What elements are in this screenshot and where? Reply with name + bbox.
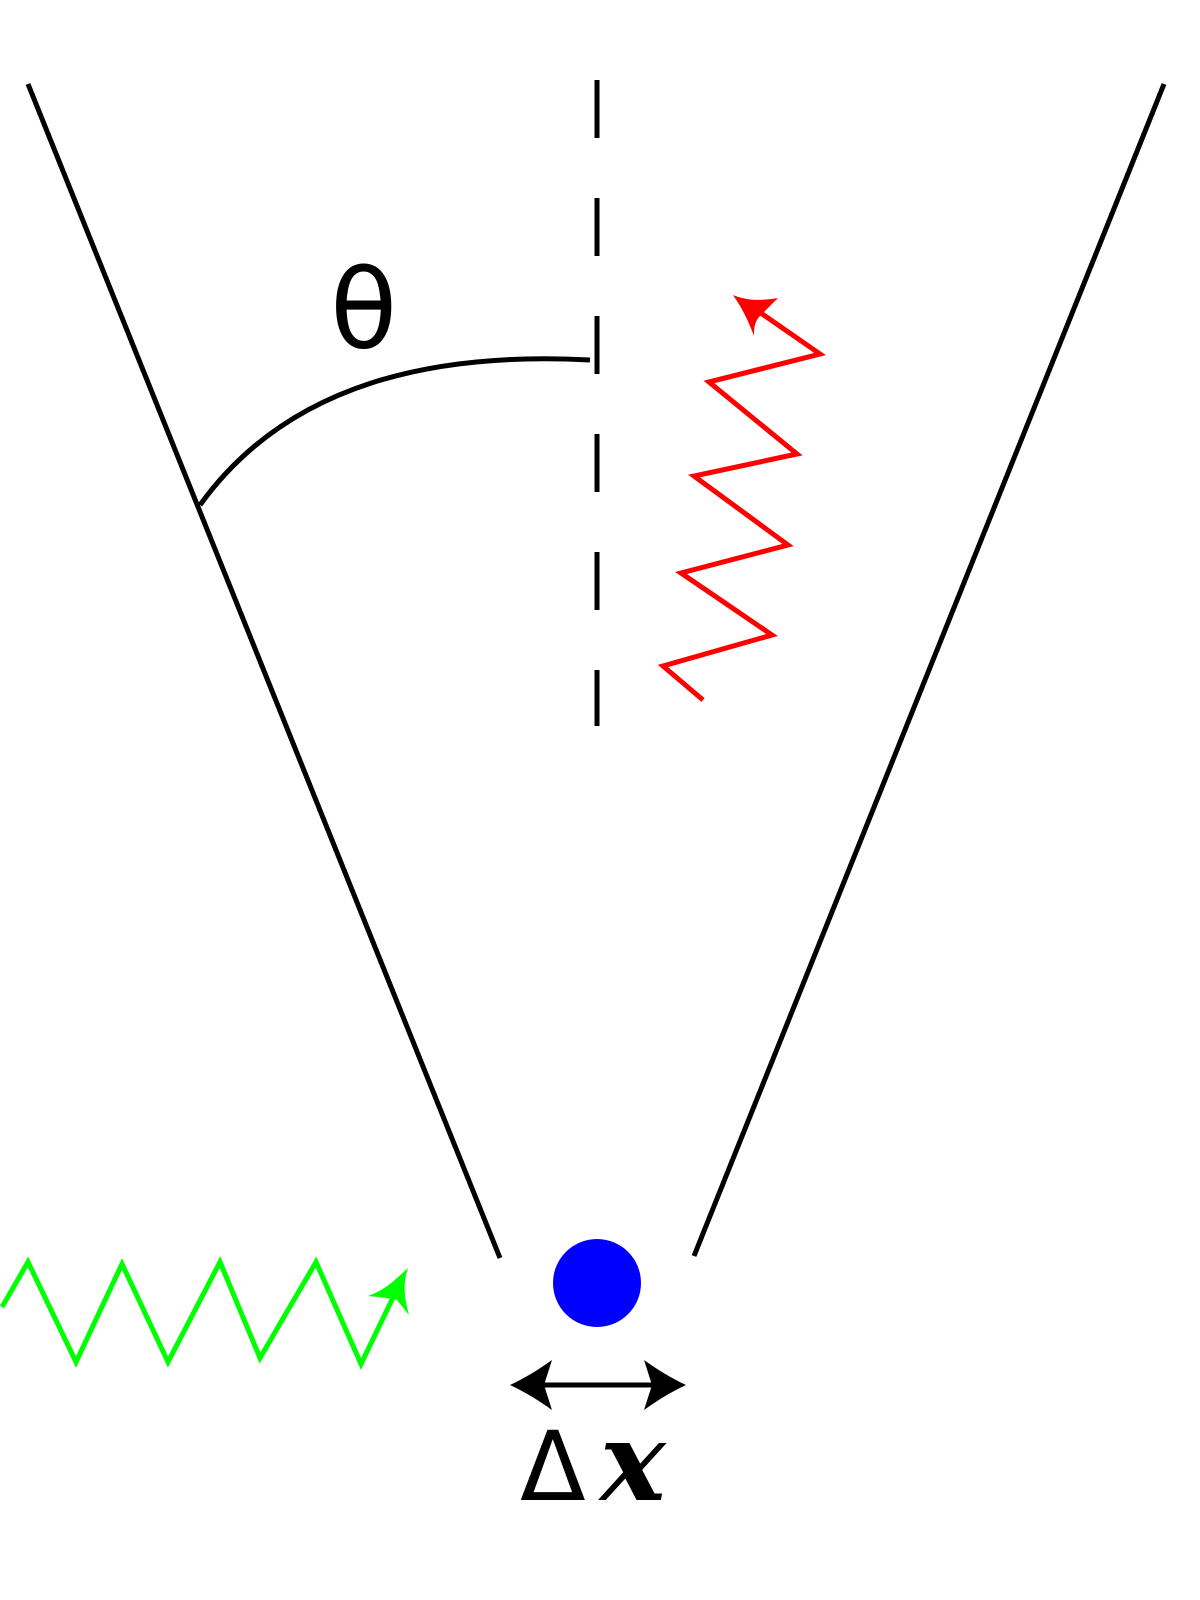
incident-photon-arrowhead-icon xyxy=(368,1268,409,1315)
theta-label: θ xyxy=(330,246,397,374)
x-label: x xyxy=(598,1397,667,1526)
scattered-photon-arrowhead-icon xyxy=(733,295,778,336)
angle-arc xyxy=(197,356,591,507)
incident-photon-zigzag xyxy=(0,1256,403,1370)
arrow-right-head-icon xyxy=(644,1360,686,1410)
particle-dot xyxy=(553,1239,641,1327)
delta-label: Δ xyxy=(520,1411,586,1523)
lens-cone-left-line xyxy=(25,83,503,1259)
arrow-left-head-icon xyxy=(510,1360,552,1410)
scattered-photon-zigzag xyxy=(657,308,826,702)
lens-cone-right-line xyxy=(691,83,1167,1257)
